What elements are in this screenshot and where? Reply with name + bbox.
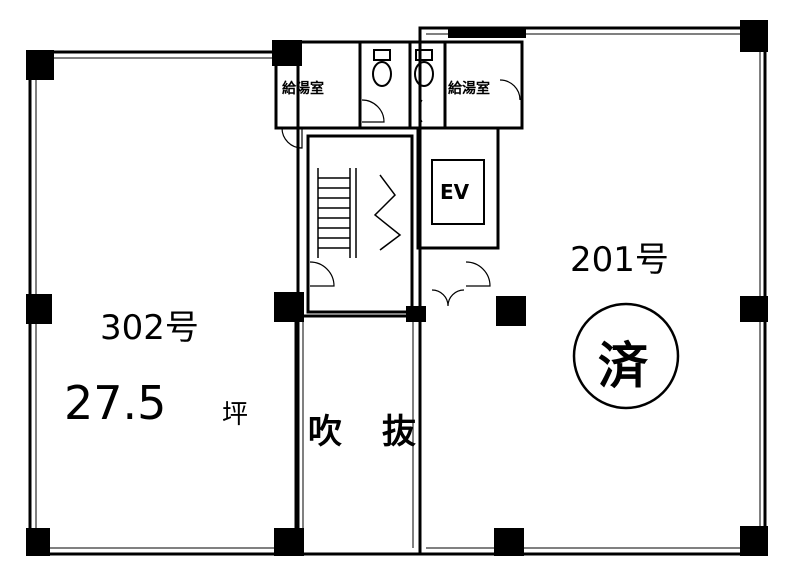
pillars xyxy=(26,20,768,556)
unit-302-area-unit: 坪 xyxy=(222,400,249,430)
elevator-shaft xyxy=(416,126,500,250)
stairwell xyxy=(306,134,414,314)
unit-201-walls xyxy=(418,26,767,556)
unit-302-label: 302号 xyxy=(100,308,199,348)
restroom-block xyxy=(274,40,524,130)
unit-302-area-value: 27.5 xyxy=(64,376,167,430)
void-label: 吹 抜 xyxy=(308,412,430,452)
doors xyxy=(281,79,521,307)
kitchenette-right-label: 給湯室 xyxy=(448,81,490,97)
kitchenette-left-label: 給湯室 xyxy=(282,81,324,97)
contracted-stamp-label: 済 xyxy=(598,337,648,395)
contracted-stamp-circle xyxy=(572,302,680,410)
elevator-car xyxy=(431,159,485,225)
stairs xyxy=(317,168,402,258)
elevator-label: EV xyxy=(440,180,470,204)
unit-201-label: 201号 xyxy=(570,240,669,280)
void-area xyxy=(294,314,422,556)
